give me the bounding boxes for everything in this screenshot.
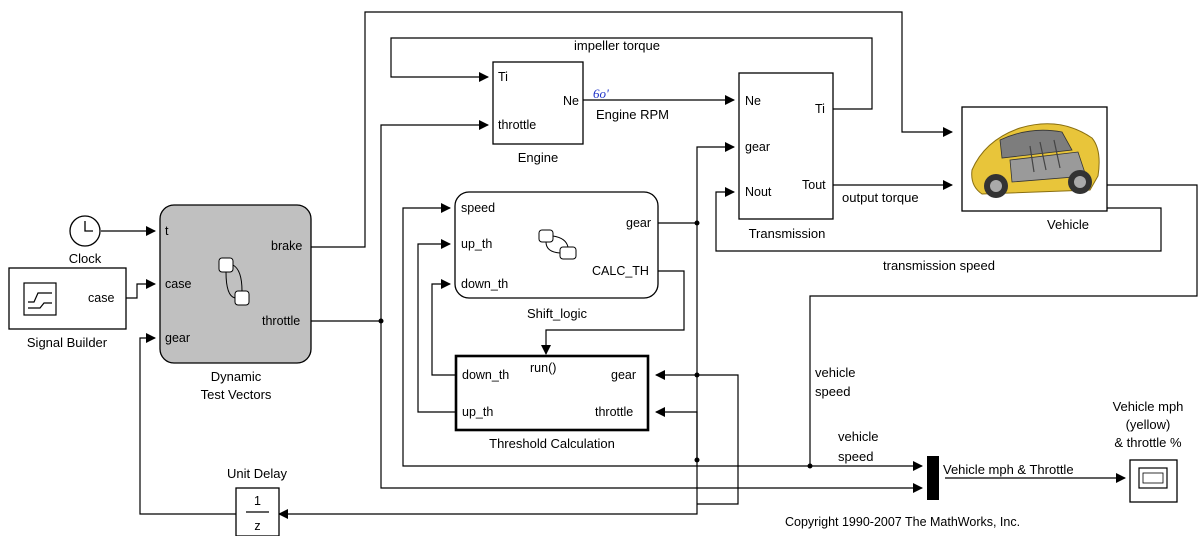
signal-label-impeller-torque: impeller torque bbox=[574, 38, 660, 53]
port-label: Ti bbox=[815, 102, 825, 116]
block-name: Dynamic bbox=[211, 369, 262, 384]
block-name: (yellow) bbox=[1126, 417, 1171, 432]
signal-builder-block[interactable]: case Signal Builder bbox=[9, 268, 126, 350]
unit-delay-numerator: 1 bbox=[254, 494, 261, 508]
block-name: Shift_logic bbox=[527, 306, 587, 321]
port-label: Ne bbox=[745, 94, 761, 108]
port-label: t bbox=[165, 224, 169, 238]
mux-block[interactable] bbox=[927, 456, 939, 500]
signal-label-transmission-speed: transmission speed bbox=[883, 258, 995, 273]
signal-label-mux-out: Vehicle mph & Throttle bbox=[943, 462, 1074, 477]
signal-label-vehicle-speed: speed bbox=[838, 449, 873, 464]
vehicle-block[interactable]: Vehicle bbox=[962, 107, 1107, 232]
shift-logic-block[interactable]: speed up_th down_th gear CALC_TH Shift_l… bbox=[455, 192, 658, 321]
junction-dot bbox=[695, 221, 700, 226]
port-label: throttle bbox=[595, 405, 633, 419]
wire-gear-to-unitdelay bbox=[279, 504, 697, 514]
port-label: Nout bbox=[745, 185, 772, 199]
port-label: down_th bbox=[461, 277, 508, 291]
port-label: up_th bbox=[461, 237, 492, 251]
wire-throttle-to-threshold bbox=[656, 412, 697, 460]
port-label: gear bbox=[611, 368, 636, 382]
engine-block[interactable]: Ti throttle Ne Engine bbox=[493, 62, 583, 165]
port-label: down_th bbox=[462, 368, 509, 382]
port-label: run() bbox=[530, 361, 556, 375]
block-name: Vehicle mph bbox=[1113, 399, 1184, 414]
signal-label-output-torque: output torque bbox=[842, 190, 919, 205]
junction-dot bbox=[695, 373, 700, 378]
junction-dot bbox=[808, 464, 813, 469]
block-name: & throttle % bbox=[1114, 435, 1182, 450]
signal-label-engine-rpm: Engine RPM bbox=[596, 107, 669, 122]
port-label: gear bbox=[626, 216, 651, 230]
scope-block[interactable]: Vehicle mph (yellow) & throttle % bbox=[1113, 399, 1184, 502]
threshold-calculation-block[interactable]: down_th up_th run() gear throttle Thresh… bbox=[456, 356, 648, 451]
clock-block[interactable]: Clock bbox=[69, 216, 102, 266]
block-name: Unit Delay bbox=[227, 466, 287, 481]
port-label: Ti bbox=[498, 70, 508, 84]
block-name: Clock bbox=[69, 251, 102, 266]
port-label: throttle bbox=[498, 118, 536, 132]
junction-dot bbox=[379, 319, 384, 324]
block-name: Transmission bbox=[749, 226, 826, 241]
wire-gear-to-threshold bbox=[697, 375, 738, 504]
signal-label-vehicle-speed: vehicle bbox=[838, 429, 878, 444]
unit-delay-block[interactable]: 1 z Unit Delay bbox=[227, 466, 287, 536]
block-name: Signal Builder bbox=[27, 335, 108, 350]
signal-label-vehicle-speed: speed bbox=[815, 384, 850, 399]
port-label: Ne bbox=[563, 94, 579, 108]
wire-up-th bbox=[418, 244, 456, 412]
transmission-block[interactable]: Ne gear Nout Ti Tout Transmission bbox=[739, 73, 833, 241]
port-label: case bbox=[88, 291, 114, 305]
unit-delay-denominator: z bbox=[254, 519, 260, 533]
block-name: Test Vectors bbox=[201, 387, 272, 402]
signal-builder-icon bbox=[24, 283, 56, 315]
copyright-text: Copyright 1990-2007 The MathWorks, Inc. bbox=[785, 515, 1020, 529]
port-label: brake bbox=[271, 239, 302, 253]
block-name: Vehicle bbox=[1047, 217, 1089, 232]
block-name: Engine bbox=[518, 150, 558, 165]
port-label: CALC_TH bbox=[592, 264, 649, 278]
port-label: up_th bbox=[462, 405, 493, 419]
wire-unitdelay-to-gear bbox=[140, 338, 236, 514]
port-label: gear bbox=[745, 140, 770, 154]
junction-dot bbox=[695, 458, 700, 463]
port-label: throttle bbox=[262, 314, 300, 328]
port-label: gear bbox=[165, 331, 190, 345]
rpm-viewer-icon[interactable]: 6o' bbox=[593, 86, 609, 101]
port-label: speed bbox=[461, 201, 495, 215]
signal-label-vehicle-speed: vehicle bbox=[815, 365, 855, 380]
wire-case bbox=[126, 284, 155, 298]
test-vectors-block[interactable]: t case gear brake throttle Dynamic Test … bbox=[160, 205, 311, 402]
port-label: case bbox=[165, 277, 191, 291]
wire-gear-to-transmission bbox=[658, 147, 734, 223]
block-name: Threshold Calculation bbox=[489, 436, 615, 451]
port-label: Tout bbox=[802, 178, 826, 192]
wire-down-th bbox=[432, 284, 456, 375]
